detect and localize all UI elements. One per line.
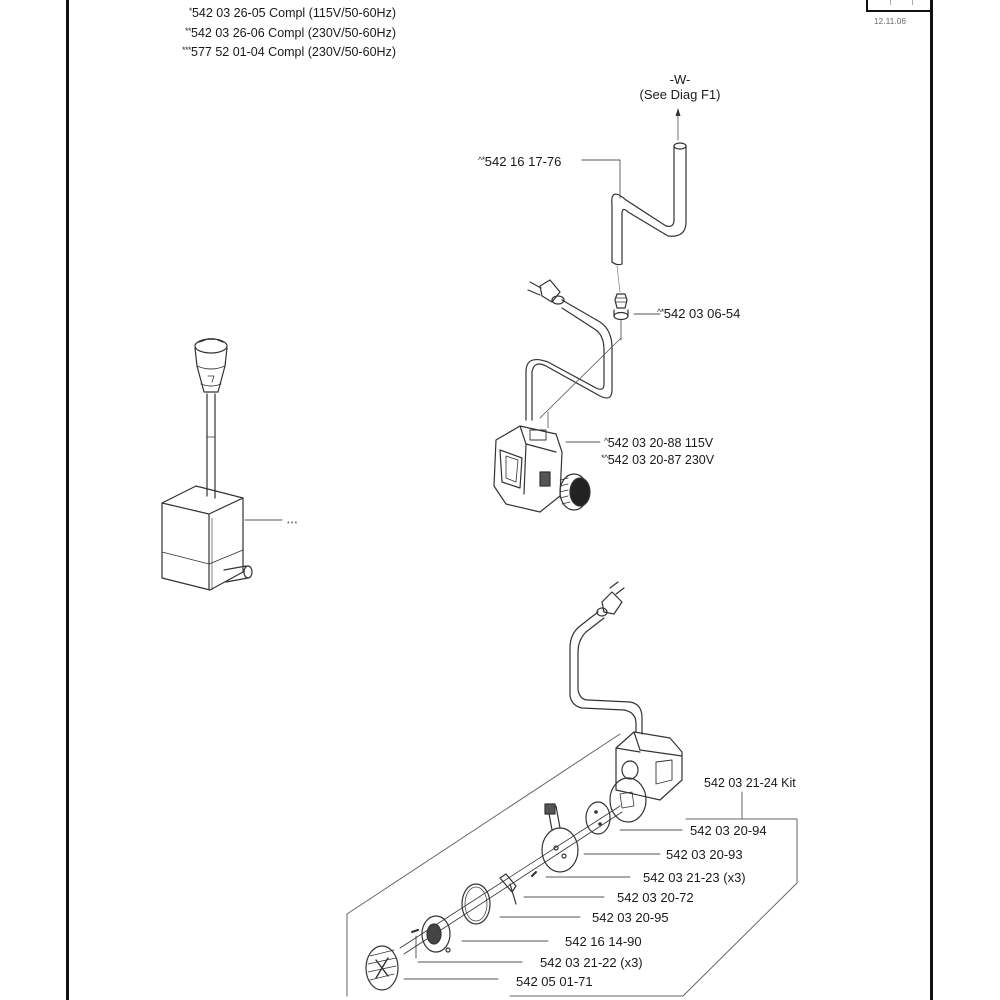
pump-230v-part-number: 542 03 20-87 230V bbox=[607, 453, 715, 467]
kit-item-label: 542 03 20-94 bbox=[690, 823, 767, 838]
kit-label: 542 03 21-24 Kit bbox=[704, 776, 796, 790]
fitting-part-label: ^*542 03 06-54 bbox=[657, 305, 740, 321]
pump-115v-label: ^542 03 20-88 115V bbox=[604, 434, 713, 451]
kit-item-label: 542 03 20-93 bbox=[666, 847, 743, 862]
frame-left-border bbox=[66, 0, 69, 1000]
corner-box-tick bbox=[912, 0, 913, 5]
hose-marker: ^* bbox=[478, 155, 485, 165]
legend-marker: ** bbox=[185, 25, 192, 36]
pump-115v-part-number: 542 03 20-88 115V bbox=[607, 436, 714, 450]
kit-leader-lines bbox=[403, 829, 683, 980]
left-pump-label: *** bbox=[287, 514, 298, 532]
page-corner-box bbox=[866, 0, 932, 12]
legend-line: *542 03 26-05 Compl (115V/50-60Hz) bbox=[182, 3, 396, 23]
assembly-legend: *542 03 26-05 Compl (115V/50-60Hz) **542… bbox=[182, 3, 396, 62]
connection-label: -W- (See Diag F1) bbox=[620, 72, 740, 102]
hose-part-number: 542 16 17-76 bbox=[484, 154, 562, 169]
legend-line: **542 03 26-06 Compl (230V/50-60Hz) bbox=[182, 23, 396, 43]
hose-part-label: ^*542 16 17-76 bbox=[478, 153, 561, 169]
revision-date: 12.11.06 bbox=[874, 17, 907, 26]
lower-pump-drawing bbox=[365, 581, 683, 991]
kit-item-label: 542 03 21-23 (x3) bbox=[643, 870, 746, 885]
frame-right-border bbox=[930, 0, 933, 1000]
kit-item-label: 542 03 20-72 bbox=[617, 890, 694, 905]
fitting-marker: ^* bbox=[657, 307, 664, 317]
pump-115v-marker: ^ bbox=[604, 436, 608, 446]
pump-230v-label: *^542 03 20-87 230V bbox=[601, 451, 714, 468]
kit-item-label: 542 16 14-90 bbox=[565, 934, 642, 949]
kit-item-label: 542 05 01-71 bbox=[516, 974, 593, 989]
fitting-part-number: 542 03 06-54 bbox=[663, 306, 741, 321]
legend-text: 542 03 26-06 Compl (230V/50-60Hz) bbox=[191, 25, 396, 40]
upper-pump-cord-drawing bbox=[493, 279, 622, 513]
corner-box-tick bbox=[890, 0, 891, 5]
fitting-drawing bbox=[613, 293, 661, 341]
legend-marker: * bbox=[188, 6, 193, 16]
connection-ref: -W- bbox=[669, 72, 691, 87]
legend-text: 542 03 26-05 Compl (115V/50-60Hz) bbox=[191, 6, 396, 20]
legend-line: ***577 52 01-04 Compl (230V/50-60Hz) bbox=[182, 42, 396, 62]
pump-230v-marker: *^ bbox=[601, 453, 608, 463]
kit-item-label: 542 03 20-95 bbox=[592, 910, 669, 925]
left-pump-drawing bbox=[161, 338, 283, 591]
legend-marker: *** bbox=[182, 45, 192, 55]
left-pump-marker: *** bbox=[287, 521, 299, 528]
hose-drawing bbox=[581, 142, 687, 293]
kit-item-label: 542 03 21-22 (x3) bbox=[540, 955, 643, 970]
legend-text: 577 52 01-04 Compl (230V/50-60Hz) bbox=[191, 45, 396, 59]
connection-arrow bbox=[675, 108, 681, 141]
kit-bracket bbox=[346, 733, 798, 997]
connection-see-note: (See Diag F1) bbox=[639, 87, 721, 102]
